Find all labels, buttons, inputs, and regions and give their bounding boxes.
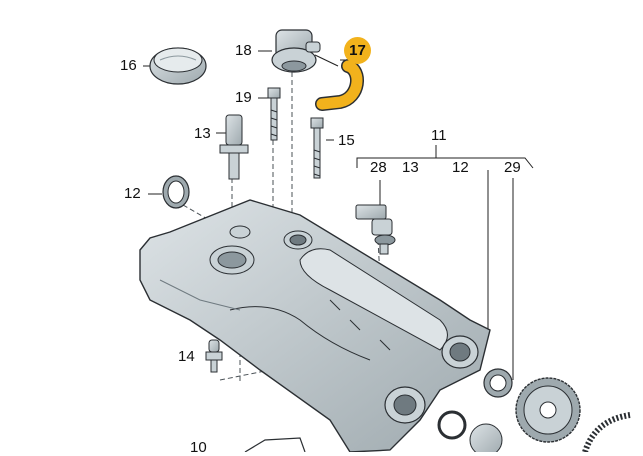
camshaft-sprocket (515, 377, 581, 443)
callout-11: 11 (431, 127, 447, 144)
callout-12-left: 12 (124, 185, 141, 202)
plug-14 (205, 339, 223, 373)
callout-13-right: 13 (402, 159, 419, 176)
cover-disc (469, 423, 503, 452)
callout-18: 18 (235, 42, 252, 59)
bolt-19 (267, 87, 281, 141)
callout-14: 14 (178, 348, 195, 365)
breather-hose (315, 59, 364, 111)
o-ring (437, 410, 467, 440)
leader-lines (143, 50, 534, 380)
callout-15: 15 (338, 132, 355, 149)
callout-28: 28 (370, 159, 387, 176)
camshaft-housing (139, 199, 491, 452)
callout-29: 29 (504, 159, 521, 176)
sensor-28 (355, 204, 396, 255)
callout-10: 10 (190, 439, 207, 456)
callout-19: 19 (235, 89, 252, 106)
callout-16: 16 (120, 57, 137, 74)
callout-17-highlighted: 17 (344, 37, 371, 64)
oil-filler-cap (149, 47, 207, 85)
timing-belt-segment (582, 412, 631, 452)
seal-ring-12 (162, 175, 190, 209)
bolt-15 (310, 117, 324, 179)
callout-13-left: 13 (194, 125, 211, 142)
control-valve-13 (219, 114, 249, 180)
callout-12-right: 12 (452, 159, 469, 176)
crankcase-vent-valve (271, 29, 321, 73)
gasket-10 (244, 437, 306, 452)
seal-ring-29 (483, 368, 513, 398)
